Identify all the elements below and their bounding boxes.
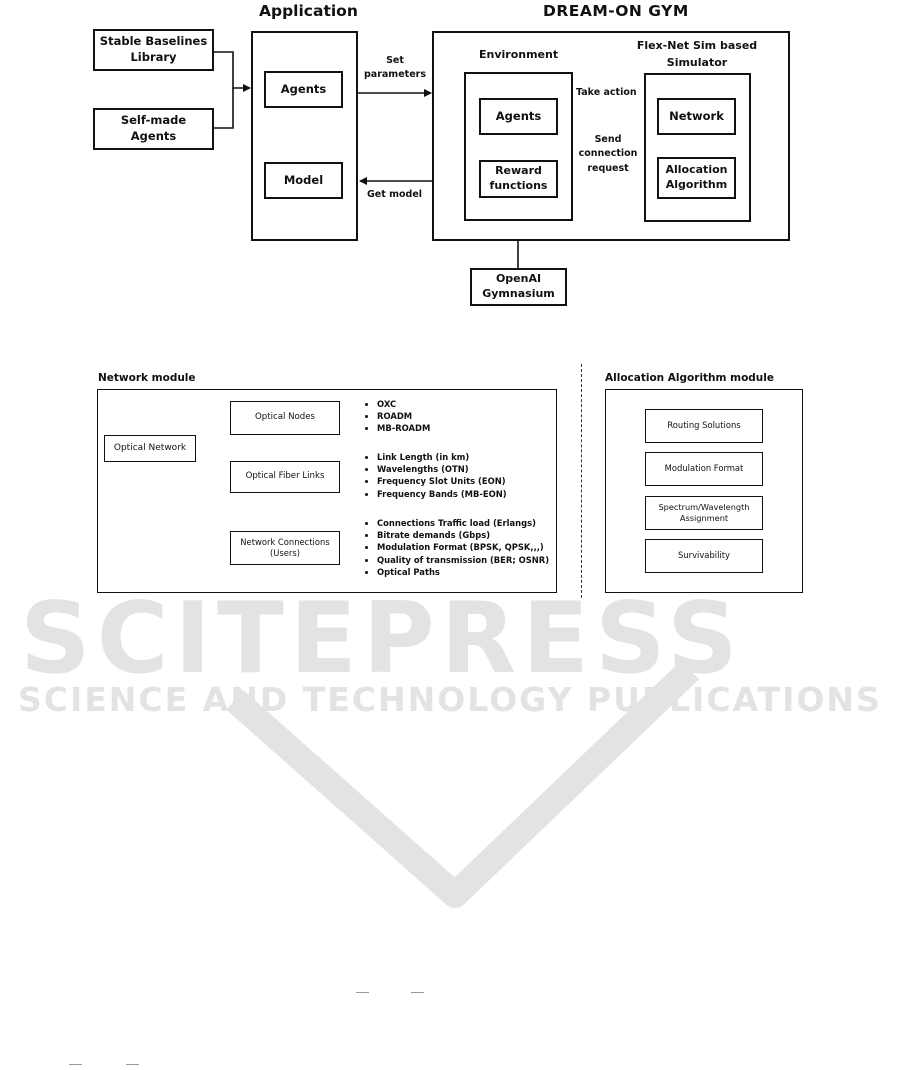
network-box: Network bbox=[657, 98, 736, 135]
application-title: Application bbox=[259, 2, 358, 20]
network-connections-box: Network Connections (Users) bbox=[230, 531, 340, 565]
list-item: OXC bbox=[377, 398, 430, 410]
app-agents-box: Agents bbox=[264, 71, 343, 108]
routing-solutions-box: Routing Solutions bbox=[645, 409, 763, 443]
page-artifact bbox=[126, 1064, 139, 1065]
reward-functions-label: Reward functions bbox=[489, 164, 548, 192]
reward-functions-box: Reward functions bbox=[479, 160, 558, 198]
modulation-format-label: Modulation Format bbox=[664, 463, 744, 474]
list-item: Frequency Slot Units (EON) bbox=[377, 475, 507, 487]
module-divider bbox=[581, 364, 582, 598]
app-model-label: Model bbox=[283, 172, 324, 187]
watermark-title: SCITEPRESS bbox=[20, 582, 744, 696]
network-module-title: Network module bbox=[98, 372, 196, 384]
list-item: Modulation Format (BPSK, QPSK,,,) bbox=[377, 541, 549, 553]
openai-gymnasium-box: OpenAI Gymnasium bbox=[470, 268, 567, 306]
allocation-algorithm-label: Allocation Algorithm bbox=[665, 163, 728, 191]
list-item: Connections Traffic load (Erlangs) bbox=[377, 517, 549, 529]
env-agents-box: Agents bbox=[479, 98, 558, 135]
self-made-agents-box: Self-made Agents bbox=[93, 108, 214, 150]
survivability-label: Survivability bbox=[678, 550, 730, 561]
optical-nodes-label: Optical Nodes bbox=[255, 412, 315, 423]
routing-solutions-label: Routing Solutions bbox=[667, 420, 741, 431]
survivability-box: Survivability bbox=[645, 539, 763, 573]
list-item: MB-ROADM bbox=[377, 422, 430, 434]
self-made-agents-label: Self-made Agents bbox=[120, 113, 187, 143]
simulator-title: Flex-Net Sim based Simulator bbox=[636, 39, 758, 70]
environment-title: Environment bbox=[479, 48, 559, 61]
application-panel bbox=[251, 31, 358, 241]
optical-network-label: Optical Network bbox=[113, 443, 187, 454]
app-agents-label: Agents bbox=[280, 81, 327, 96]
list-item: Link Length (in km) bbox=[377, 451, 507, 463]
network-label: Network bbox=[669, 108, 724, 123]
list-item: Bitrate demands (Gbps) bbox=[377, 529, 549, 541]
list-item: Optical Paths bbox=[377, 566, 549, 578]
list-item: Quality of transmission (BER; OSNR) bbox=[377, 554, 549, 566]
allocation-algorithm-box: Allocation Algorithm bbox=[657, 157, 736, 199]
optical-nodes-box: Optical Nodes bbox=[230, 401, 340, 435]
optical-fiber-links-box: Optical Fiber Links bbox=[230, 461, 340, 493]
stable-baselines-label: Stable Baselines Library bbox=[99, 34, 208, 64]
take-action-label: Take action bbox=[576, 87, 637, 98]
optical-nodes-list: OXC ROADM MB-ROADM bbox=[365, 398, 430, 435]
page-artifact bbox=[69, 1064, 82, 1065]
wire-stable-baselines bbox=[213, 51, 251, 92]
modulation-format-box: Modulation Format bbox=[645, 452, 763, 486]
env-agents-label: Agents bbox=[495, 108, 542, 123]
connections-list: Connections Traffic load (Erlangs) Bitra… bbox=[365, 517, 549, 578]
spectrum-assignment-label: Spectrum/Wavelength Assignment bbox=[658, 501, 750, 523]
openai-gymnasium-label: OpenAI Gymnasium bbox=[482, 272, 555, 300]
allocation-module-title: Allocation Algorithm module bbox=[605, 372, 774, 384]
page-artifact bbox=[411, 992, 424, 993]
spectrum-assignment-box: Spectrum/Wavelength Assignment bbox=[645, 496, 763, 530]
stable-baselines-box: Stable Baselines Library bbox=[93, 29, 214, 71]
network-connections-label: Network Connections (Users) bbox=[240, 536, 330, 558]
fiber-links-list: Link Length (in km) Wavelengths (OTN) Fr… bbox=[365, 451, 507, 500]
watermark-subtitle: SCIENCE AND TECHNOLOGY PUBLICATIONS bbox=[18, 680, 882, 719]
get-model-label: Get model bbox=[367, 189, 423, 200]
send-request-label: Send connection request bbox=[578, 134, 638, 174]
dreamon-title: DREAM-ON GYM bbox=[543, 2, 689, 20]
app-model-box: Model bbox=[264, 162, 343, 199]
list-item: ROADM bbox=[377, 410, 430, 422]
optical-fiber-links-label: Optical Fiber Links bbox=[245, 471, 325, 482]
list-item: Frequency Bands (MB-EON) bbox=[377, 488, 507, 500]
simulator-panel bbox=[644, 73, 751, 222]
set-parameters-label: Set parameters bbox=[364, 55, 426, 80]
list-item: Wavelengths (OTN) bbox=[377, 463, 507, 475]
wire-self-made bbox=[213, 88, 234, 129]
page-artifact bbox=[356, 992, 369, 993]
environment-panel bbox=[464, 72, 573, 221]
optical-network-box: Optical Network bbox=[104, 435, 196, 462]
